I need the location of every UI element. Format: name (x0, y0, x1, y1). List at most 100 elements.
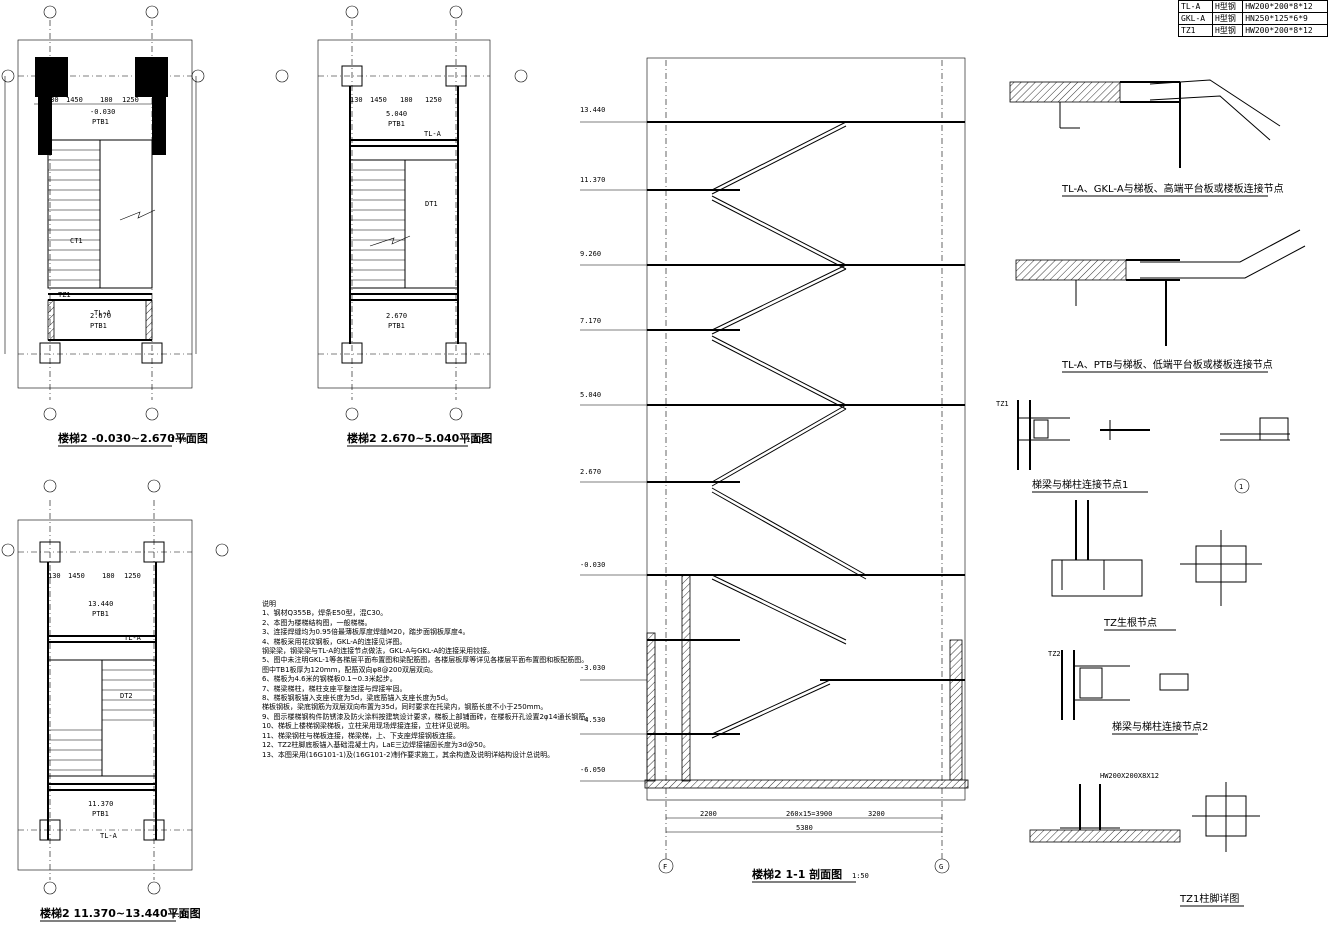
table-cell: HW200*200*8*12 (1242, 0, 1328, 13)
note-line: 13、本图采用(16G101-1)及(16G101-2)制作要求施工，其余构造及… (262, 750, 555, 759)
plan2-elev-top: 5.040 (386, 110, 407, 118)
note-line: 梯板钢板，梁底钢筋为双层双向布置为35d，同时要求在托梁内，钢筋长度不小于250… (262, 703, 548, 712)
detail-3: 1 TZ1 梯梁与梯柱连接节点1 (996, 400, 1290, 494)
plan2-dt1: DT1 (425, 200, 438, 208)
sec-elev-2: 9.260 (580, 250, 601, 258)
sec-dim-2200: 2200 (700, 810, 717, 818)
detail6-label: HW200X200X8X12 (1100, 772, 1159, 780)
plan1-treads (48, 149, 100, 281)
plan1-dim-130: 130 (46, 96, 59, 104)
sec-dim-3200: 3200 (868, 810, 885, 818)
plan1-dim-1450: 1450 (66, 96, 83, 104)
sec-elev-3: 7.170 (580, 317, 601, 325)
detail5-tz2: TZ2 (1048, 650, 1061, 658)
table-cell: GKL-A (1177, 12, 1214, 25)
plan-2: 130 1450 180 1250 5.040 PTB1 TL-A DT1 2.… (275, 5, 528, 447)
plan1-scale: 1:50 (170, 436, 187, 444)
detail-2: TL-A、PTB与梯板、低端平台板或楼板连接节点 (1015, 229, 1306, 373)
note-line: 4、梯板采用花纹钢板，GKL-A的连接见详图。 (262, 637, 407, 646)
plan2-dim-180: 180 (400, 96, 413, 104)
plan1-ptb: PTB1 (92, 118, 109, 126)
note-line: 9、图示楼梯钢构件防锈漆及防火涂料按建筑设计要求，梯板上部铺面砖，在楼板开孔设置… (262, 712, 593, 721)
section-title: 楼梯2 1-1 剖面图 (752, 867, 842, 881)
table-cell: HN250*125*6*9 (1242, 12, 1328, 25)
plan3-scale: 1:50 (172, 911, 189, 919)
plan3-elev-top: 13.440 (88, 600, 113, 608)
plan1-elev-top: -0.030 (90, 108, 115, 116)
note-line: 10、梯板上楼梯钢梁梯板，立柱采用现场焊接连接，立柱详见说明。 (262, 722, 474, 731)
sec-elev-9: -6.050 (580, 766, 605, 774)
note-line: 5、图中未注明GKL-1等各梯层平面布置图和梁配筋图，各楼层板厚等详见各楼层平面… (262, 656, 589, 665)
beam-schedule-table: TL-A H型钢 HW200*200*8*12 GKL-A H型钢 HN250*… (1177, 0, 1328, 37)
plan1-dim-180: 180 (100, 96, 113, 104)
plan3-dim-1250: 1250 (124, 572, 141, 580)
note-line: 8、梯板钢板锚入支座长度为5d，梁底筋锚入支座长度为5d。 (262, 694, 453, 703)
note-line: 钢梁梁，钢梁梁与TL-A的连接节点做法，GKL-A与GKL-A的连接采用铰接。 (262, 647, 495, 656)
table-cell: H型钢 (1212, 0, 1244, 13)
table-cell: H型钢 (1212, 12, 1244, 25)
sec-elev-0: 13.440 (580, 106, 605, 114)
plan3-dim-1450: 1450 (68, 572, 85, 580)
note-line: 6、梯板为4.6米的钢梯板0.1~0.3米起步。 (262, 675, 397, 684)
plan3-treads (48, 669, 156, 771)
plan2-elev-mid: 2.670 (386, 312, 407, 320)
sec-elev-8: -4.530 (580, 716, 605, 724)
plan3-ptb-2: PTB1 (92, 810, 109, 818)
note-line: 3、连接焊缝均为0.95倍最薄板厚度焊缝M20，踏步面钢板厚度4。 (262, 628, 470, 637)
sec-elev-7: -3.030 (580, 664, 605, 672)
plan-1: 130 1450 180 1250 -0.030 PTB1 CT1 2.670 … (1, 5, 208, 447)
detail6-title: TZ1柱脚详图 (1179, 892, 1239, 905)
sec-dim-total: 5380 (796, 824, 813, 832)
plan2-ptb: PTB1 (388, 120, 405, 128)
plan1-dim-1250: 1250 (122, 96, 139, 104)
sec-elev-4: 5.040 (580, 391, 601, 399)
table-cell: TL-A (1177, 0, 1214, 13)
table-row: TZ1 H型钢 HW200*200*8*12 (1177, 24, 1328, 37)
plan1-tl: TL-A (94, 309, 112, 317)
plan2-dim-1450: 1450 (370, 96, 387, 104)
section-1-1: 13.440 11.370 9.260 7.170 5.040 2.670 -0… (580, 57, 969, 883)
section-floors (647, 121, 965, 735)
table-row: TL-A H型钢 HW200*200*8*12 (1177, 0, 1328, 13)
detail-1: TL-A、GKL-A与梯板、高端平台板或楼板连接节点 (1009, 79, 1284, 197)
section-scale: 1:50 (852, 872, 869, 880)
plan1-ct1: CT1 (70, 237, 83, 245)
plan2-ptb-2: PTB1 (388, 322, 405, 330)
plan2-dim-130: 130 (350, 96, 363, 104)
table-cell: H型钢 (1212, 24, 1244, 37)
plan3-dim-180: 180 (102, 572, 115, 580)
plan2-scale: 1:50 (466, 436, 483, 444)
plan1-tz: TZ1 (58, 291, 71, 299)
detail3-tz1: TZ1 (996, 400, 1009, 408)
note-line: 2、本图为楼梯结构图，一般梯梯。 (262, 618, 372, 627)
sec-elev-6: -0.030 (580, 561, 605, 569)
design-notes: 说明 1、钢材Q355B，焊条E50型，混C30。 2、本图为楼梯结构图，一般梯… (262, 600, 593, 760)
note-line: 7、梯梁梯柱，梯柱支座平整连接与焊接牢固。 (262, 684, 407, 693)
plan1-title: 楼梯2 -0.030~2.670平面图 (58, 431, 208, 445)
plan1-ptb-2: PTB1 (90, 322, 107, 330)
plan2-dim-1250: 1250 (425, 96, 442, 104)
plan3-tl-2: TL-A (100, 832, 118, 840)
notes-heading: 说明 (262, 600, 276, 608)
detail5-title: 梯梁与梯柱连接节点2 (1112, 720, 1208, 733)
note-line: 11、梯梁钢柱与梯板连接，梯梁梯，上、下支座焊接钢板连接。 (262, 731, 460, 740)
table-cell: TZ1 (1177, 24, 1214, 37)
axis-g: G (939, 863, 943, 871)
detail4-title: TZ生根节点 (1103, 616, 1157, 629)
table-cell: HW200*200*8*12 (1242, 24, 1328, 37)
detail1-title: TL-A、GKL-A与梯板、高端平台板或楼板连接节点 (1061, 182, 1284, 195)
sec-elev-1: 11.370 (580, 176, 605, 184)
plan2-treads (350, 169, 405, 281)
detail-5: TZ2 梯梁与梯柱连接节点2 (1048, 650, 1208, 735)
plan3-dim-130: 130 (48, 572, 61, 580)
detail-6: HW200X200X8X12 TZ1柱脚详图 (1029, 772, 1260, 907)
note-line: 12、TZ2柱脚底板锚入基础混凝土内，LaE三边焊接锚固长度为3d@50。 (262, 741, 490, 750)
note-line: 1、钢材Q355B，焊条E50型，混C30。 (262, 609, 388, 618)
plan-3: 130 1450 180 1250 13.440 PTB1 TL-A DT2 1… (1, 479, 229, 922)
section-flights (711, 121, 867, 739)
plan3-ptb: PTB1 (92, 610, 109, 618)
detail3-title: 梯梁与梯柱连接节点1 (1032, 478, 1128, 491)
plan2-title: 楼梯2 2.670~5.040平面图 (347, 431, 492, 445)
table-row: GKL-A H型钢 HN250*125*6*9 (1177, 12, 1328, 25)
